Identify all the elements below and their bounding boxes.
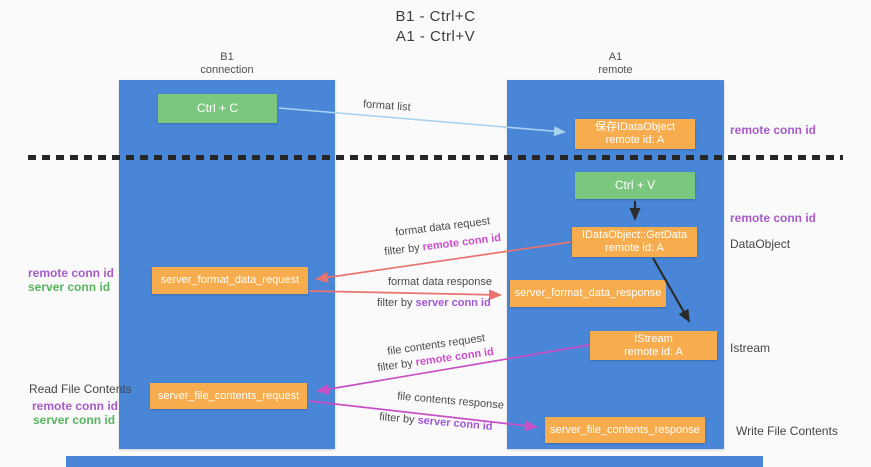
ctrl-c-label: Ctrl + C (196, 101, 238, 115)
istream-side-label: Istream (730, 341, 771, 355)
server-file-contents-response-box: server_file_contents_response (545, 417, 705, 443)
file-contents-response-filter-label: filter by server conn id (379, 411, 493, 433)
format-data-response-label: format data response (388, 276, 492, 288)
file-contents-response-label: file contents response (396, 390, 505, 412)
format-data-response-filter-label: filter by server conn id (377, 297, 491, 309)
remote-conn-id-label-mid-right: remote conn id (730, 211, 817, 225)
lifeline-b1-role: connection (200, 64, 254, 76)
istream-line1: IStream (634, 332, 673, 345)
server-file-contents-request-box: server_file_contents_request (150, 383, 307, 409)
remote-conn-id-label-bottom-left: remote conn id (32, 399, 119, 413)
filter-by-text: filter by (383, 241, 424, 259)
server-format-data-request-box: server_format_data_request (152, 267, 308, 294)
server-file-contents-response-label: server_file_contents_response (550, 423, 700, 436)
lifeline-b1-name: B1 (220, 51, 234, 63)
title-line-1: B1 - Ctrl+C (395, 8, 476, 25)
ctrl-v-label: Ctrl + V (614, 178, 656, 192)
remote-conn-id-label-top-right: remote conn id (730, 123, 817, 137)
lifeline-a1-name: A1 (608, 51, 623, 63)
remote-conn-id-highlight: remote conn id (421, 231, 502, 254)
getdata-line1: IDataObject::GetData (581, 229, 688, 241)
remote-conn-id-label-top-left: remote conn id (28, 266, 115, 280)
save-idataobject-box: 保存IDataObject remote id: A (575, 119, 695, 149)
write-file-contents-label: Write File Contents (736, 424, 838, 438)
getdata-line2: remote id: A (605, 242, 664, 254)
filter-by-text: filter by (377, 297, 416, 309)
save-idataobject-line2: remote id: A (605, 134, 665, 146)
server-conn-id-highlight: server conn id (417, 414, 494, 433)
server-conn-id-label-top-left: server conn id (28, 280, 111, 294)
server-conn-id-label-bottom-left: server conn id (33, 413, 116, 427)
server-format-data-response-label: server_format_data_response (514, 287, 662, 299)
diagram-title: B1 - Ctrl+C A1 - Ctrl+V (0, 7, 871, 47)
istream-box: IStream remote id: A (590, 331, 717, 360)
server-conn-id-highlight: server conn id (415, 297, 491, 309)
ctrl-v-box: Ctrl + V (575, 172, 695, 199)
session-divider-dashed-line (28, 155, 843, 160)
istream-line2: remote id: A (624, 345, 683, 358)
title-line-2: A1 - Ctrl+V (395, 28, 476, 45)
save-idataobject-line1: 保存IDataObject (594, 121, 676, 133)
filter-by-text: filter by (376, 356, 417, 375)
server-format-data-response-box: server_format_data_response (510, 280, 666, 307)
server-format-data-request-label: server_format_data_request (160, 274, 300, 286)
read-file-contents-label: Read File Contents (29, 382, 132, 396)
lifeline-a1-role: remote (598, 64, 633, 76)
partial-bottom-element (66, 456, 763, 467)
lifeline-header-a1: A1 remote (507, 51, 724, 77)
format-data-response-arrow (308, 289, 502, 301)
filter-by-text: filter by (378, 411, 419, 427)
ctrl-c-box: Ctrl + C (158, 94, 277, 123)
format-list-label: format list (362, 98, 412, 114)
lifeline-header-b1: B1 connection (119, 51, 335, 77)
server-file-contents-request-label: server_file_contents_request (157, 389, 300, 402)
idataobject-getdata-box: IDataObject::GetData remote id: A (572, 227, 697, 257)
dataobject-label: DataObject (730, 237, 791, 251)
